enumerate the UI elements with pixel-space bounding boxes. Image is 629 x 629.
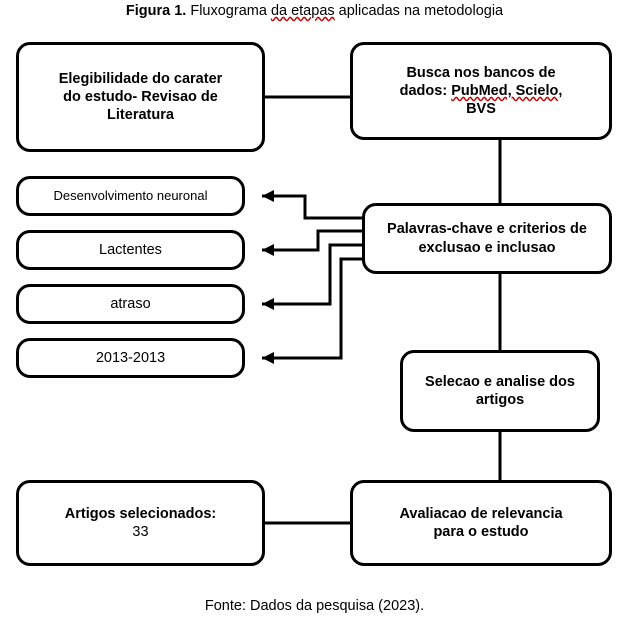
node-lactentes: Lactentes bbox=[16, 230, 245, 270]
arrowhead-lactentes bbox=[262, 244, 274, 256]
node-periodo: 2013-2013 bbox=[16, 338, 245, 378]
node-palavras-line1: Palavras-chave e criterios de bbox=[387, 221, 587, 238]
node-palavras-line2: exclusao e inclusao bbox=[418, 239, 556, 256]
node-periodo-label: 2013-2013 bbox=[95, 349, 166, 366]
figure-caption-text-a: Fluxograma bbox=[186, 3, 271, 19]
node-lactentes-label: Lactentes bbox=[99, 241, 162, 258]
node-desenvolvimento-neuronal: Desenvolvimento neuronal bbox=[16, 176, 245, 216]
node-avaliacao-line2: para o estudo bbox=[433, 524, 529, 540]
node-artigos-line1: Artigos selecionados: bbox=[64, 505, 217, 522]
node-busca-line2-squiggly: PubMed, Scielo, bbox=[451, 82, 563, 99]
connector-to-atraso bbox=[262, 243, 362, 306]
node-busca-line1: Busca nos bancos de bbox=[406, 64, 556, 81]
figure-caption-label: Figura 1. bbox=[125, 3, 187, 19]
node-artigos-selecionados: Artigos selecionados: 33 bbox=[16, 480, 265, 566]
flowchart-arrowheads bbox=[262, 190, 274, 364]
node-selecao-line1: Selecao e analise dos bbox=[425, 373, 575, 390]
node-elegibilidade-line2: do estudo- Revisao de bbox=[63, 88, 218, 105]
node-atraso-label: atraso bbox=[110, 295, 151, 312]
node-desenvolvimento-label: Desenvolvimento neuronal bbox=[53, 187, 208, 203]
connector-to-lactentes bbox=[262, 229, 362, 252]
node-selecao-analise: Selecao e analise dos artigos bbox=[400, 350, 600, 432]
node-selecao-line2: artigos bbox=[475, 392, 525, 408]
arrowhead-anos bbox=[262, 352, 274, 364]
node-palavras-chave: Palavras-chave e criterios de exclusao e… bbox=[362, 203, 612, 274]
node-elegibilidade-line3: Literatura bbox=[107, 107, 174, 124]
node-busca-line2: dados: PubMed, Scielo, bbox=[400, 82, 563, 100]
node-elegibilidade-line1: Elegibilidade do carater bbox=[58, 70, 223, 87]
flowchart: Elegibilidade do carater do estudo- Revi… bbox=[0, 28, 629, 593]
node-avaliacao-relevancia: Avaliacao de relevancia para o estudo bbox=[350, 480, 612, 566]
node-avaliacao-line1: Avaliacao de relevancia bbox=[399, 505, 563, 522]
figure-source: Fonte: Dados da pesquisa (2023). bbox=[204, 598, 425, 614]
node-atraso: atraso bbox=[16, 284, 245, 324]
node-artigos-count: 33 bbox=[132, 524, 149, 540]
arrowhead-desenvolvimento bbox=[262, 190, 274, 202]
connector-to-desenvolvimento bbox=[262, 194, 362, 220]
figure-caption-text-squiggly: da etapas bbox=[270, 3, 335, 19]
node-busca-line3: BVS bbox=[466, 101, 496, 118]
figure-caption-text-b: aplicadas na metodologia bbox=[334, 3, 504, 19]
flowchart-connectors bbox=[262, 95, 502, 525]
figure-caption: Figura 1. Fluxograma da etapas aplicadas… bbox=[0, 3, 629, 19]
node-busca-bancos: Busca nos bancos de dados: PubMed, Sciel… bbox=[350, 42, 612, 140]
node-busca-line2-pre: dados: bbox=[399, 82, 452, 99]
node-elegibilidade: Elegibilidade do carater do estudo- Revi… bbox=[16, 42, 265, 152]
arrowhead-atraso bbox=[262, 298, 274, 310]
connector-to-anos bbox=[262, 257, 362, 360]
